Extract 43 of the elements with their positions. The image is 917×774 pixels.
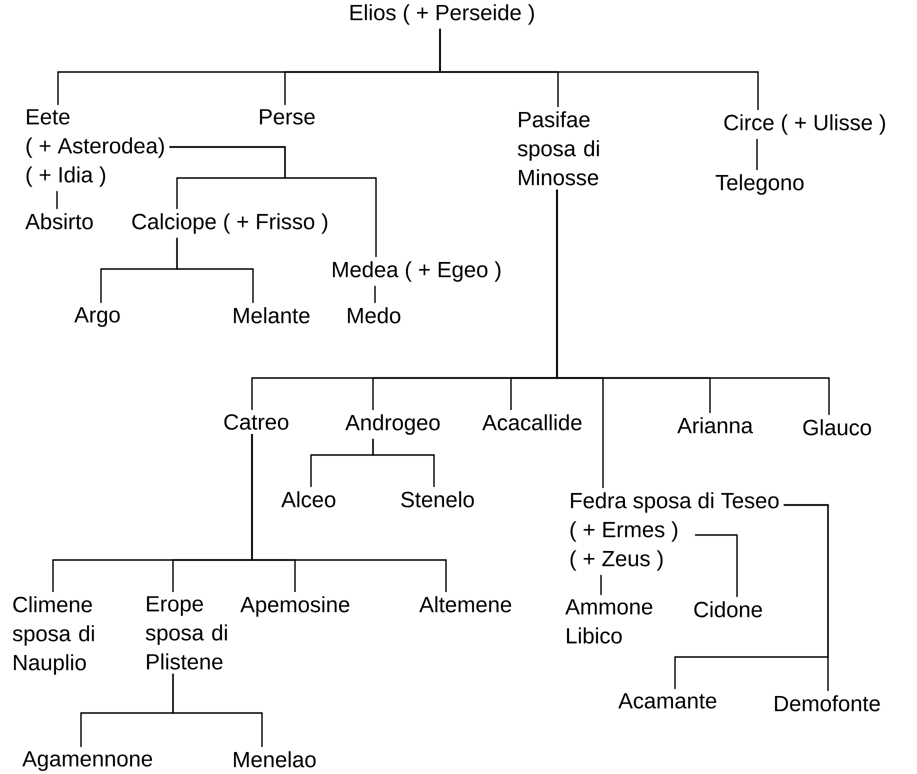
person-name: Catreo: [224, 414, 288, 430]
family-line: [556, 190, 830, 415]
person-name: Medo: [348, 307, 400, 324]
person-name: Stenelo: [401, 491, 474, 508]
family-line: [251, 434, 447, 592]
person-name: Glauco: [803, 419, 871, 436]
person-name: Calciope ( + Frisso ): [132, 213, 328, 234]
person-name: Perse: [260, 109, 315, 125]
family-line: [439, 28, 759, 110]
person-name: Circe ( + Ulisse ): [724, 114, 885, 135]
family-line: [784, 504, 829, 691]
person-name: Apemosine: [240, 596, 350, 617]
person-name: Absirto: [25, 213, 93, 230]
person-name: Menelao: [234, 751, 316, 768]
person-name: Medea ( + Egeo ): [333, 261, 500, 282]
family-line: [172, 674, 263, 747]
family-line: [372, 438, 435, 487]
person-name: Elios ( + Perseide ): [350, 4, 534, 25]
person-name: Androgeo: [345, 414, 440, 435]
person-name: Ammone Libico: [565, 599, 652, 644]
person-name: Eete ( + Asterodea) ( + Idia ): [26, 109, 164, 187]
family-line: [374, 286, 376, 303]
person-name: Agamennone: [22, 751, 152, 771]
family-line: [600, 574, 602, 595]
person-name: Demofonte: [775, 695, 880, 712]
person-name: Argo: [74, 307, 120, 327]
person-name: Melante: [234, 307, 310, 324]
person-name: Arianna: [677, 417, 754, 434]
person-name: Altemene: [419, 596, 512, 612]
person-name: Acacallide: [482, 414, 582, 430]
person-name: Pasifae sposa di Minosse: [518, 111, 599, 186]
person-name: Fedra sposa di Teseo ( + Ermes ) ( + Zeus ): [570, 492, 779, 571]
person-name: Telegono: [716, 174, 804, 195]
family-line: [695, 534, 738, 597]
family-line: [756, 138, 758, 170]
person-name: Climene sposa di Nauplio: [12, 596, 94, 675]
family-line: [56, 191, 58, 209]
person-name: Alceo: [281, 491, 336, 508]
person-name: Cidone: [694, 601, 762, 618]
family-line: [169, 146, 377, 257]
family-line: [176, 238, 254, 303]
person-name: Acamante: [618, 693, 716, 709]
person-name: Erope sposa di Plistene: [146, 596, 227, 670]
